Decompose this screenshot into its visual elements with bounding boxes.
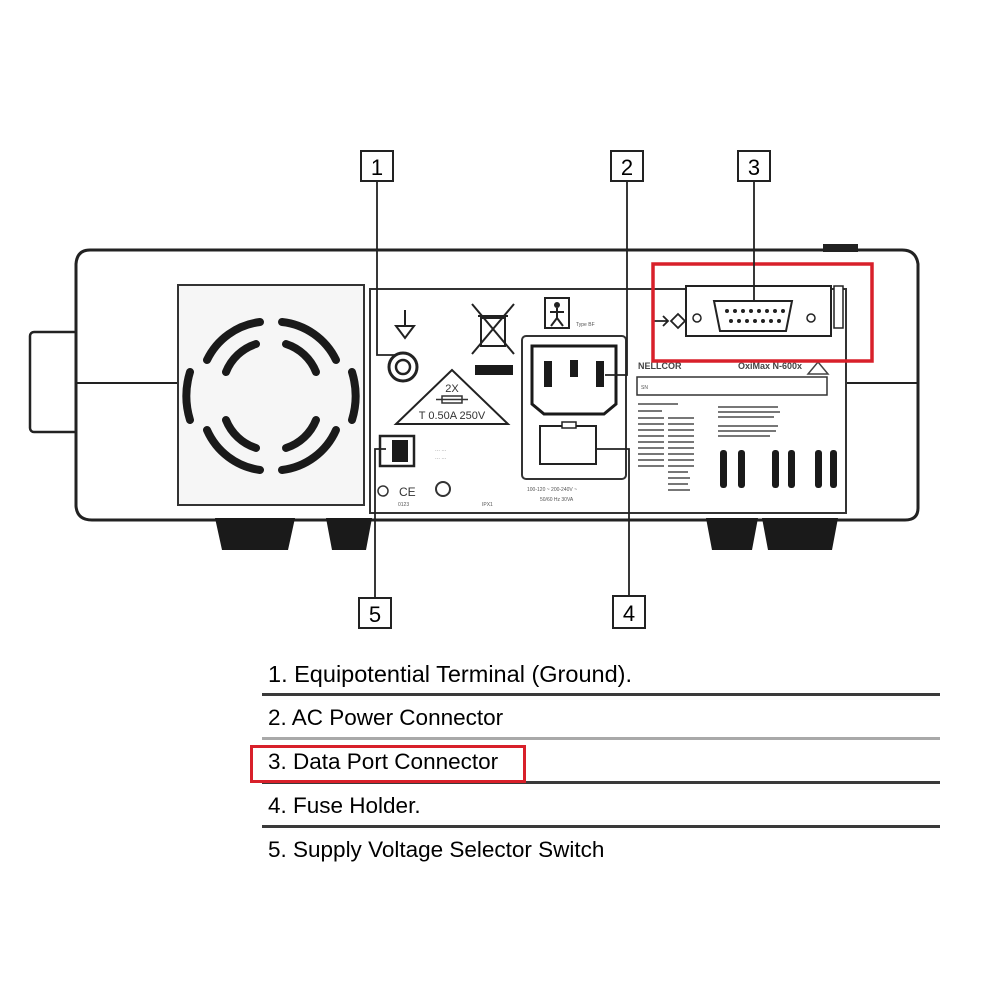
svg-text:⋯ ⋯: ⋯ ⋯: [435, 456, 446, 462]
side-knob: [28, 330, 82, 434]
callout-5: 5: [358, 597, 392, 629]
legend-item-label: 1. Equipotential Terminal (Ground).: [268, 661, 633, 687]
legend-item: 5. Supply Voltage Selector Switch: [262, 828, 940, 876]
legend-item: 2. AC Power Connector: [262, 696, 940, 740]
ip-rating: IPX1: [482, 502, 493, 508]
ce-mark: CE: [399, 485, 416, 499]
foot-right-1: [706, 518, 758, 550]
type-bf-label: Type BF: [576, 322, 595, 328]
fan-vent: [182, 318, 360, 474]
legend-highlight-box: [250, 745, 526, 783]
ac-power-inlet[interactable]: [530, 344, 618, 416]
model-label: OxiMax N-600x: [738, 361, 802, 371]
callout-2: 2: [610, 150, 644, 182]
svg-text:2: 2: [621, 155, 633, 180]
callout-3: 3: [737, 150, 771, 182]
device-rear-panel-diagram: Type BF 2X T 0.50A 250V ⋯ ⋯ ⋯ ⋯ CE 0123 …: [28, 150, 920, 629]
legend-item: 3. Data Port Connector: [262, 740, 940, 784]
svg-text:⋯ ⋯: ⋯ ⋯: [435, 448, 446, 454]
fuse-count-label: 2X: [445, 383, 459, 395]
callout-leader-lines: [374, 181, 755, 598]
legend-divider: [262, 737, 940, 740]
equipotential-terminal: [387, 351, 419, 383]
fuse-rating-label: T 0.50A 250V: [419, 410, 486, 422]
weee-bar: [475, 365, 513, 375]
data-port-connector[interactable]: [692, 300, 816, 332]
serial-number-field: [636, 376, 828, 396]
ce-number: 0123: [398, 502, 409, 508]
fan-panel: [177, 284, 365, 506]
voltage-label: 100-120 ~ 200-240V ~: [527, 487, 577, 493]
patent-text-block: [638, 403, 780, 491]
callout-4: 4: [612, 595, 646, 629]
legend-item-label: 3. Data Port Connector: [268, 749, 499, 774]
type-bf-icon: [544, 297, 570, 329]
legend-item: 4. Fuse Holder.: [262, 784, 940, 828]
data-port-highlight-box: [651, 262, 874, 363]
legend-item: 1. Equipotential Terminal (Ground).: [262, 652, 940, 696]
legend-divider: [262, 825, 940, 828]
svg-text:4: 4: [623, 601, 635, 626]
legend-item-label: 5. Supply Voltage Selector Switch: [268, 837, 605, 862]
svg-text:5: 5: [369, 602, 381, 627]
caution-triangle-icon: [806, 360, 830, 375]
foot-left-2: [326, 518, 372, 550]
frequency-label: 50/60 Hz 30VA: [540, 497, 574, 503]
foot-left-1: [215, 518, 295, 550]
svg-text:1: 1: [371, 155, 383, 180]
weee-bin-icon: [471, 303, 515, 355]
compliance-mark-icon: [377, 485, 389, 497]
legend-item-label: 2. AC Power Connector: [268, 705, 504, 730]
foot-right-2: [762, 518, 838, 550]
svg-text:3: 3: [748, 155, 760, 180]
ground-symbol-icon: [394, 310, 416, 340]
callout-1: 1: [360, 150, 394, 182]
legend-divider: [262, 693, 940, 696]
serial-number-label: SN: [641, 385, 648, 391]
csa-mark-icon: [435, 481, 451, 497]
brand-label: NELLCOR: [638, 361, 682, 371]
fuse-warning-triangle: [393, 368, 511, 425]
side-vents: [720, 450, 837, 488]
fuse-holder[interactable]: [539, 425, 597, 465]
fuse-symbol-icon: [436, 395, 468, 404]
legend-item-label: 4. Fuse Holder.: [268, 793, 421, 818]
legend: 1. Equipotential Terminal (Ground). 2. A…: [262, 652, 940, 876]
legend-divider: [262, 781, 940, 784]
